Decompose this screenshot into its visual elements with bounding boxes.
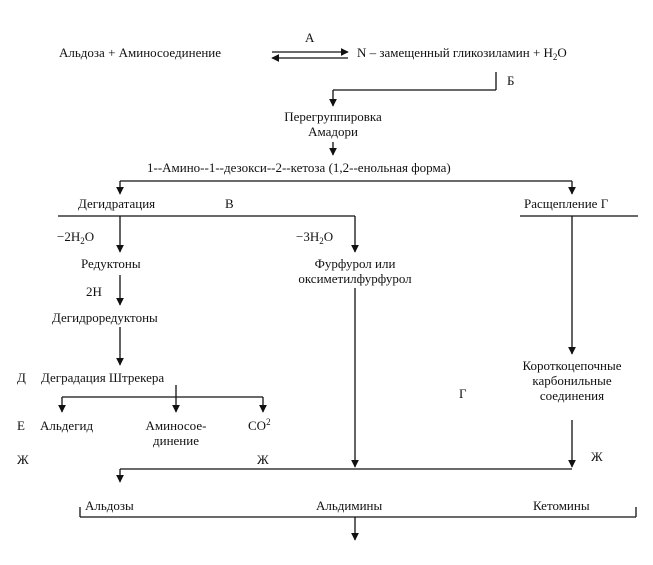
rearrangement-line-2: Амадори bbox=[308, 124, 358, 139]
amino-line-2: динение bbox=[153, 433, 199, 448]
co2-text: CO bbox=[248, 418, 267, 433]
glycosylamine-label: N – замещенный гликозиламин + H2O bbox=[357, 45, 567, 62]
minus-3-water-h: −3H bbox=[296, 229, 320, 244]
co2-superscript: 2 bbox=[266, 417, 271, 427]
stage-letter-zh-left: Ж bbox=[17, 452, 29, 467]
strecker-label: Деградация Штрекера bbox=[41, 370, 165, 385]
ketose-label: 1--Амино--1--дезокси--2--кетоза (1,2--ен… bbox=[147, 160, 451, 175]
short-chain-line-1: Короткоцепочные bbox=[522, 358, 622, 373]
stage-letter-zh-right: Ж bbox=[591, 449, 603, 464]
minus-2-water: −2H2O bbox=[57, 229, 94, 246]
short-chain-line-3: соединения bbox=[539, 388, 605, 403]
co2-label: CO2 bbox=[248, 417, 271, 435]
minus-3-water-sub: 2 bbox=[319, 236, 324, 246]
furfural-line-1: Фурфурол или bbox=[314, 256, 396, 271]
minus-2-water-sub: 2 bbox=[80, 236, 85, 246]
glycosylamine-text: N – замещенный гликозиламин + H bbox=[357, 45, 553, 60]
stage-letter-v: В bbox=[225, 196, 234, 211]
rearrangement-line-1: Перегруппировка bbox=[284, 109, 382, 124]
minus-3-water: −3H2O bbox=[296, 229, 333, 246]
water-tail: O bbox=[557, 45, 567, 60]
aldoses-label: Альдозы bbox=[85, 498, 134, 513]
minus-2-water-h: −2H bbox=[57, 229, 81, 244]
ketimines-label: Кетомины bbox=[533, 498, 590, 513]
water-subscript: 2 bbox=[552, 52, 558, 62]
aldehyde-label: Альдегид bbox=[40, 418, 94, 433]
dehydration-label: Дегидратация bbox=[78, 196, 156, 211]
furfural-line-2: оксиметилфурфурол bbox=[298, 271, 412, 286]
stage-letter-zh-mid: Ж bbox=[257, 452, 269, 467]
aldose-amine-label: Альдоза + Аминосоединение bbox=[59, 45, 222, 60]
aldimines-label: Альдимины bbox=[316, 498, 383, 513]
reductones-label: Редуктоны bbox=[81, 256, 141, 271]
two-h-label: 2H bbox=[86, 284, 102, 299]
stage-letter-g: Г bbox=[459, 386, 467, 401]
stage-letter-b: Б bbox=[507, 73, 515, 88]
amino-line-1: Аминосое- bbox=[145, 418, 207, 433]
stage-letter-a: А bbox=[305, 30, 315, 45]
stage-letter-d: Д bbox=[17, 370, 26, 385]
stage-letter-e: Е bbox=[17, 418, 25, 433]
minus-3-water-o: O bbox=[323, 229, 334, 244]
minus-2-water-o: O bbox=[84, 229, 95, 244]
cleavage-label: Расщепление Г bbox=[524, 196, 609, 211]
amino-compound-label: Аминосое-динение bbox=[126, 418, 226, 448]
short-chain-line-2: карбонильные bbox=[532, 373, 612, 388]
dehydroreductones-label: Дегидроредуктоны bbox=[52, 310, 158, 325]
